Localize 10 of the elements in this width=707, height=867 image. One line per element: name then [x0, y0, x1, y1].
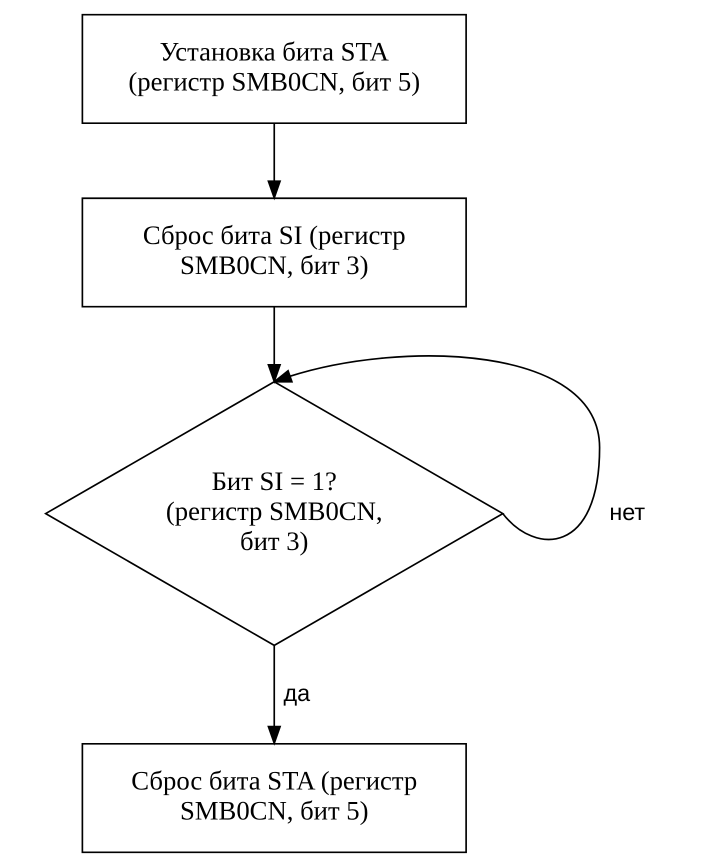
edge-label: да [284, 680, 310, 706]
arrow [267, 646, 282, 746]
node-box: Установка бита STA (регистр SMB0CN, бит 5) [82, 14, 467, 124]
node-diamond: Бит SI = 1? (регистр SMB0CN, бит 3) [44, 380, 504, 646]
arrow [267, 306, 282, 384]
arrow [272, 355, 600, 540]
node-box: Сброс бита SI (регистр SMB0CN, бит 3) [82, 197, 467, 308]
node-box: Сброс бита STA (регистр SMB0CN, бит 5) [82, 743, 467, 854]
arrow [267, 123, 282, 200]
edge-label: нет [609, 498, 646, 525]
